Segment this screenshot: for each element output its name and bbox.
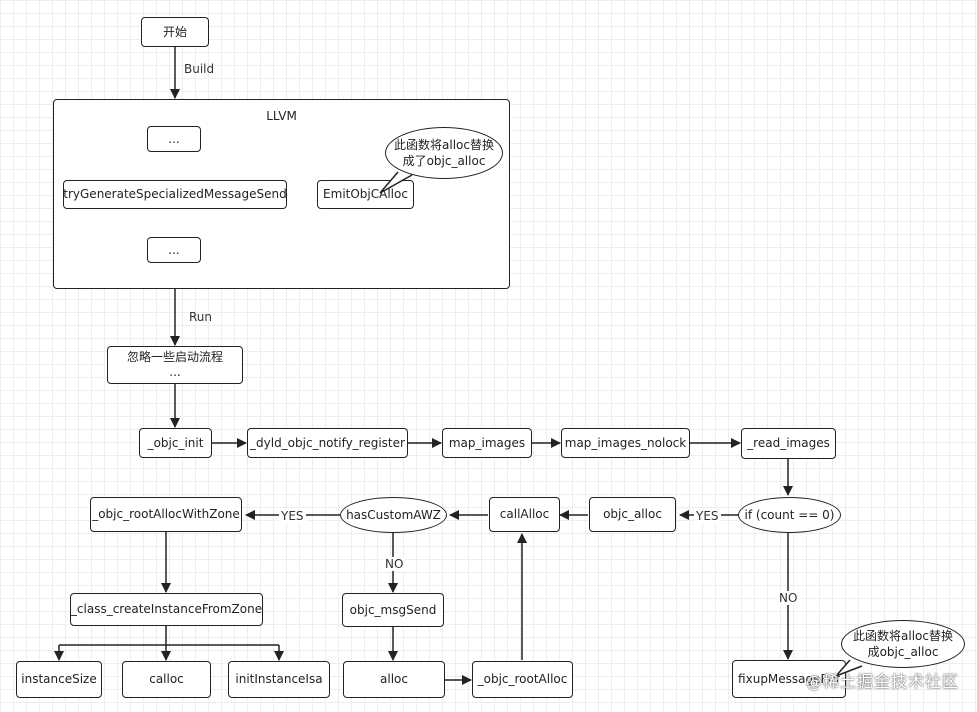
call-alloc-node: callAlloc (489, 497, 560, 532)
edge-label-no-count: NO (777, 591, 800, 605)
objc-init-node: _objc_init (139, 428, 212, 458)
try-generate-node: tryGenerateSpecializedMessageSend (63, 180, 287, 209)
fixup-note-bubble: 此函数将alloc替换 成objc_alloc (841, 620, 965, 668)
map-images-nolock-node: map_images_nolock (561, 428, 690, 458)
edge-label-run: Run (189, 310, 213, 324)
if-count-node: if (count == 0) (738, 497, 841, 533)
edge-label-no-awz: NO (383, 557, 406, 571)
edge-label-yes-awz: YES (279, 509, 306, 523)
fixup-message-ref-node: fixupMessageRef (732, 660, 846, 698)
llvm-title: LLVM (266, 109, 297, 123)
edge-label-yes-count: YES (694, 509, 721, 523)
watermark: @稀土掘金技术社区 (805, 672, 959, 691)
class-create-instance-node: _class_createInstanceFromZone (70, 593, 263, 626)
edge-label-build: Build (184, 62, 215, 76)
root-alloc-with-zone-node: _objc_rootAllocWithZone (90, 497, 242, 532)
map-images-node: map_images (442, 428, 532, 458)
read-images-node: _read_images (741, 428, 836, 459)
init-instance-isa-node: initInstanceIsa (228, 661, 330, 698)
llvm-note-bubble: 此函数将alloc替换 成了objc_alloc (385, 127, 503, 179)
objc-root-alloc-node: _objc_rootAlloc (472, 661, 573, 698)
llvm-dots-bottom-node: ... (147, 237, 201, 263)
calloc-node: calloc (122, 661, 211, 698)
has-custom-awz-node: hasCustomAWZ (340, 497, 447, 533)
alloc-node: alloc (343, 661, 445, 698)
llvm-dots-top-node: ... (147, 126, 201, 152)
emit-objc-alloc-node: EmitObjCAlloc (317, 180, 414, 209)
objc-msg-send-node: objc_msgSend (342, 593, 444, 627)
objc-alloc-node: objc_alloc (589, 497, 676, 532)
start-node: 开始 (141, 17, 209, 47)
dyld-notify-node: _dyld_objc_notify_register (247, 428, 408, 458)
ignore-startup-node: 忽略一些启动流程 ... (107, 346, 243, 384)
instance-size-node: instanceSize (16, 661, 102, 698)
